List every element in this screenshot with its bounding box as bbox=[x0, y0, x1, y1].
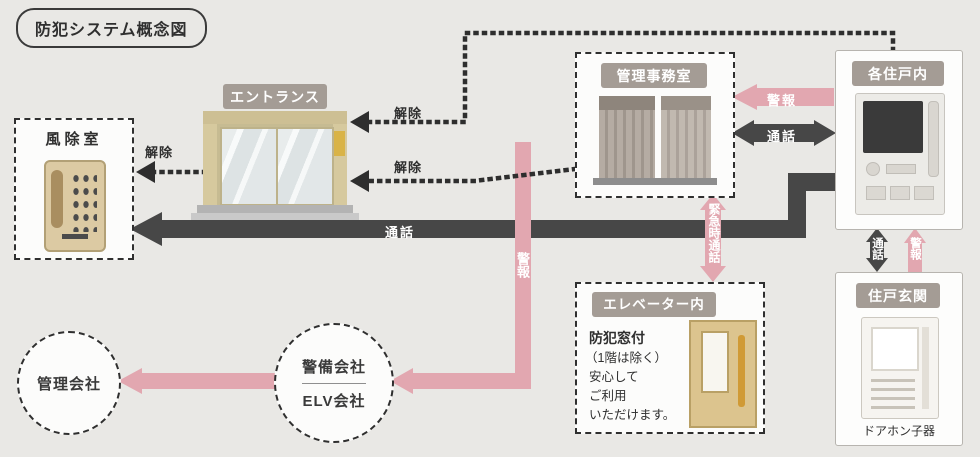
elevator-note-line-2: 安心して bbox=[589, 370, 639, 384]
vestibule-intercom-illustration bbox=[44, 160, 106, 252]
unit-box: 各住戸内 bbox=[835, 50, 963, 230]
vestibule-label: 風除室 bbox=[45, 131, 103, 148]
entrance-label: エントランス bbox=[223, 84, 327, 109]
intercom-keypad bbox=[69, 170, 97, 232]
management-company-label: 管理会社 bbox=[36, 375, 101, 393]
diagram-title: 防犯システム概念図 bbox=[16, 8, 207, 48]
monitor-button-2 bbox=[890, 186, 910, 200]
monitor-screen bbox=[863, 101, 923, 153]
entrance-node: エントランス bbox=[191, 84, 359, 221]
unit-monitor-illustration bbox=[855, 93, 945, 215]
cabinet-left-top bbox=[599, 96, 655, 110]
security-company-circle: 警備会社 ELV会社 bbox=[274, 323, 394, 443]
doorphone-side-strip bbox=[922, 327, 929, 409]
release-mid-arrow bbox=[363, 166, 578, 184]
intercom-slot bbox=[62, 234, 88, 239]
release-mid-arrowhead bbox=[350, 170, 369, 192]
intercom-handset bbox=[51, 170, 63, 228]
alarm-to-security-arrowhead bbox=[390, 368, 413, 394]
emergency-talk-arrowhead-bottom bbox=[700, 266, 726, 282]
alarm-to-security-label: 警報 bbox=[515, 252, 530, 278]
monitor-handset bbox=[928, 101, 939, 177]
release-top-arrow bbox=[363, 30, 896, 125]
monitor-button-3 bbox=[914, 186, 934, 200]
office-cabinets-illustration bbox=[577, 54, 729, 192]
talk-main-arrowhead bbox=[130, 212, 162, 246]
alarm-door-unit-label: 警報 bbox=[909, 237, 921, 260]
talk-unit-door-label: 通話 bbox=[871, 237, 883, 260]
elv-company-label: ELV会社 bbox=[302, 392, 366, 410]
elevator-note-line-3: ご利用 bbox=[589, 389, 627, 403]
elevator-door-illustration bbox=[689, 320, 757, 428]
monitor-button-1 bbox=[866, 186, 886, 200]
elevator-door-handle bbox=[738, 335, 745, 407]
alarm-unit-office-arrowhead bbox=[732, 84, 757, 110]
cabinet-right-top bbox=[661, 96, 711, 110]
doorphone-window bbox=[871, 327, 919, 371]
release-top-arrowhead bbox=[350, 111, 369, 133]
cabinet-right-body bbox=[661, 110, 711, 178]
security-company-divider bbox=[302, 382, 366, 384]
alarm-unit-office-label: 警報 bbox=[766, 93, 797, 108]
door-step-2 bbox=[191, 213, 359, 220]
talk-office-unit-label: 通話 bbox=[766, 129, 797, 144]
doorphone-device-label: ドアホン子器 bbox=[862, 424, 935, 438]
alarm-to-security-arrow bbox=[410, 142, 531, 389]
door-step-1 bbox=[197, 205, 353, 213]
talk-main-arrow bbox=[160, 173, 835, 238]
door-keypanel bbox=[334, 131, 345, 156]
elevator-door-window bbox=[701, 331, 729, 393]
alarm-door-unit-arrowhead bbox=[904, 228, 926, 243]
management-company-circle: 管理会社 bbox=[17, 331, 121, 435]
doorphone-illustration bbox=[861, 317, 939, 419]
talk-office-unit-arrowhead-left bbox=[732, 120, 754, 146]
talk-unit-door-arrowhead-bottom bbox=[866, 258, 888, 272]
door-glass-left bbox=[220, 127, 278, 206]
office-box: 管理事務室 bbox=[575, 52, 735, 198]
elevator-box: エレベーター内 防犯窓付 （1階は除く） 安心して ご利用 いただけます。 bbox=[575, 282, 765, 434]
monitor-slot bbox=[886, 164, 916, 174]
vestibule-box: 風除室 bbox=[14, 118, 134, 260]
release-left-label: 解除 bbox=[145, 145, 174, 160]
talk-main-label: 通話 bbox=[384, 225, 415, 240]
monitor-round-button bbox=[866, 162, 880, 176]
emergency-talk-label: 緊急時通話 bbox=[707, 203, 721, 263]
cabinet-base bbox=[593, 178, 717, 185]
release-mid-label: 解除 bbox=[394, 160, 423, 175]
door-lintel bbox=[203, 111, 347, 124]
emergency-talk-arrowhead-top bbox=[700, 194, 726, 210]
talk-office-unit-arrowhead-right bbox=[814, 120, 836, 146]
elevator-label: エレベーター内 bbox=[592, 292, 716, 317]
door-glass-right bbox=[276, 127, 334, 206]
office-label: 管理事務室 bbox=[601, 63, 707, 88]
elevator-note-title: 防犯窓付 bbox=[589, 330, 645, 346]
security-company-label: 警備会社 bbox=[301, 358, 366, 376]
door-jamb-left bbox=[203, 124, 217, 205]
talk-unit-door-arrowhead-top bbox=[866, 228, 888, 242]
release-left-arrowhead bbox=[136, 161, 155, 183]
unit-label: 各住戸内 bbox=[852, 61, 944, 86]
elevator-note-line-1: （1階は除く） bbox=[585, 351, 667, 365]
cabinet-left-body bbox=[599, 110, 655, 178]
release-top-label: 解除 bbox=[394, 106, 423, 121]
security-to-management-arrowhead bbox=[118, 368, 142, 394]
unit-entrance-box: 住戸玄関 ドアホン子器 bbox=[835, 272, 963, 446]
doorphone-grille bbox=[871, 376, 915, 409]
unit-entrance-label: 住戸玄関 bbox=[856, 283, 940, 308]
entrance-door-illustration bbox=[191, 111, 359, 221]
elevator-note-line-4: いただけます。 bbox=[589, 408, 676, 422]
